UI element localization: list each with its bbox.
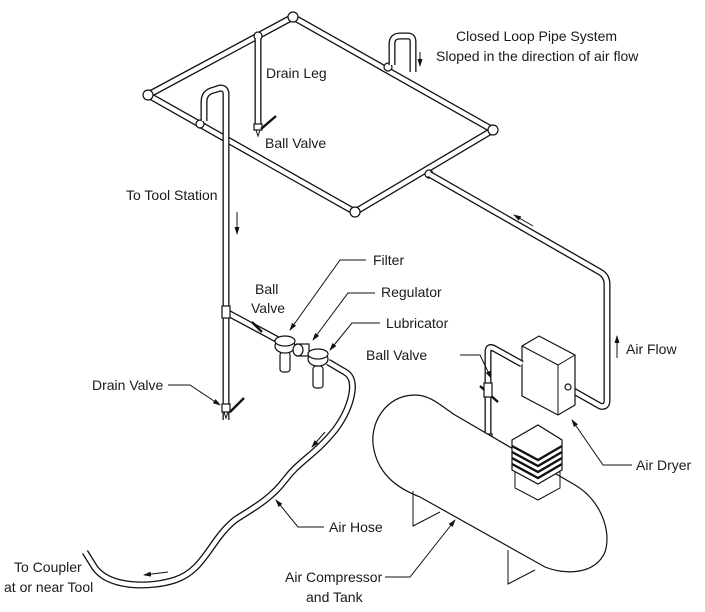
label-to-coupler-1: To Coupler <box>14 559 82 575</box>
label-to-coupler-2: at or near Tool <box>4 579 93 595</box>
gooseneck-right <box>388 32 423 72</box>
label-drain-leg: Drain Leg <box>266 65 327 81</box>
air-compressor-tank <box>372 394 608 585</box>
filter <box>274 335 296 373</box>
label-air-hose: Air Hose <box>329 519 383 535</box>
gooseneck-tool-station <box>200 84 240 420</box>
lubricator <box>307 348 329 389</box>
label-air-flow: Air Flow <box>626 341 677 357</box>
label-compressor-1: Air Compressor <box>285 569 383 585</box>
frl-branch <box>221 305 284 346</box>
tank-riser <box>479 344 524 441</box>
label-compressor-2: and Tank <box>306 589 364 605</box>
air-hose <box>82 358 356 589</box>
label-filter: Filter <box>373 252 404 268</box>
title-line-2: Sloped in the direction of air flow <box>436 48 639 64</box>
label-lubricator: Lubricator <box>386 315 449 331</box>
label-air-dryer: Air Dryer <box>636 457 692 473</box>
label-ball-valve-mid-2: Valve <box>251 300 285 316</box>
title-line-1: Closed Loop Pipe System <box>456 28 617 44</box>
air-dryer <box>521 335 576 416</box>
label-drain-valve: Drain Valve <box>92 377 164 393</box>
compressor-unit <box>511 424 563 501</box>
label-regulator: Regulator <box>381 284 442 300</box>
label-ball-valve-top: Ball Valve <box>265 135 326 151</box>
drain-valve <box>221 397 245 420</box>
drain-leg <box>253 38 277 138</box>
leader-lines <box>168 259 632 578</box>
label-ball-valve-mid-1: Ball <box>255 281 278 297</box>
regulator <box>292 343 310 357</box>
label-to-tool-station: To Tool Station <box>126 187 218 203</box>
label-ball-valve-right: Ball Valve <box>366 347 427 363</box>
supply-line <box>427 170 620 410</box>
